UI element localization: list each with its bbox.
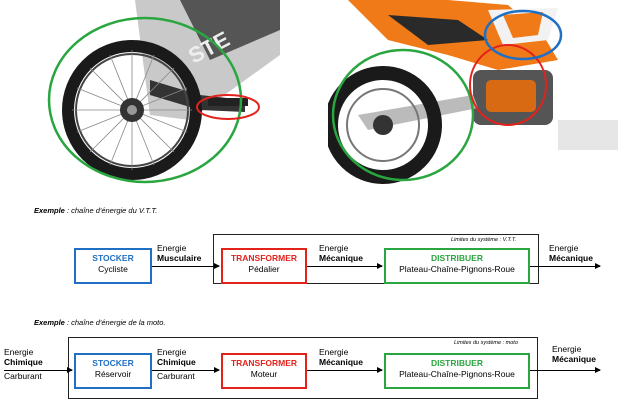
vtt-energy-2-word: Energie xyxy=(319,243,349,253)
vtt-energy-3-type: Mécanique xyxy=(549,253,593,263)
vtt-distribuer-title: DISTRIBUER xyxy=(431,253,483,263)
moto-transformer-title: TRANSFORMER xyxy=(230,358,298,368)
moto-arrow-3 xyxy=(530,367,601,373)
moto-distribuer-sub: Plateau-Chaîne-Pignons-Roue xyxy=(399,369,515,379)
moto-stocker-title: STOCKER xyxy=(92,358,134,368)
moto-energy-3-type: Mécanique xyxy=(552,354,596,364)
vtt-limits-label: Limites du système : V.T.T. xyxy=(451,237,517,243)
moto-arrow-0 xyxy=(4,367,73,373)
vtt-rear-wheel-image: STE xyxy=(47,0,280,184)
vtt-caption: Exemple : chaîne d'énergie du V.T.T. xyxy=(34,206,157,215)
moto-energy-0-word: Energie xyxy=(4,347,34,357)
moto-energy-1-extra: Carburant xyxy=(157,371,195,381)
moto-limits-label: Limites du système : moto xyxy=(454,340,518,346)
moto-distribuer-title: DISTRIBUER xyxy=(431,358,483,368)
moto-caption: Exemple : chaîne d'énergie de la moto. xyxy=(34,318,166,327)
moto-transformer-sub: Moteur xyxy=(250,369,278,379)
vtt-transformer-sub: Pédalier xyxy=(248,264,280,274)
moto-energy-0-extra: Carburant xyxy=(4,371,42,381)
vtt-transformer-title: TRANSFORMER xyxy=(230,253,298,263)
vtt-energy-2: Energie Mécanique xyxy=(319,243,363,263)
vtt-energy-3-word: Energie xyxy=(549,243,579,253)
vtt-arrow-2 xyxy=(307,263,383,269)
moto-transformer-box: TRANSFORMER Moteur xyxy=(221,353,307,389)
moto-energy-1: Energie Chimique Carburant xyxy=(157,347,196,381)
vtt-transformer-box: TRANSFORMER Pédalier xyxy=(221,248,307,284)
moto-energy-1-word: Energie xyxy=(157,347,187,357)
moto-energy-2: Energie Mécanique xyxy=(319,347,363,367)
vtt-arrow-3 xyxy=(530,263,601,269)
moto-energy-1-type: Chimique xyxy=(157,357,196,367)
vtt-stocker-box: STOCKER Cycliste xyxy=(74,248,152,284)
vtt-energy-1: Energie Musculaire xyxy=(157,243,201,263)
vtt-caption-bold: Exemple xyxy=(34,206,65,215)
moto-caption-bold: Exemple xyxy=(34,318,65,327)
moto-energy-2-word: Energie xyxy=(319,347,349,357)
moto-energy-0: Energie Chimique Carburant xyxy=(4,347,43,381)
moto-photo xyxy=(324,0,619,185)
vtt-arrow-1 xyxy=(152,263,220,269)
vtt-caption-text: : chaîne d'énergie du V.T.T. xyxy=(64,206,158,215)
moto-energy-3-word: Energie xyxy=(552,344,582,354)
moto-energy-3: Energie Mécanique xyxy=(552,344,596,364)
vtt-photo: STE xyxy=(40,0,280,185)
vtt-distribuer-box: DISTRIBUER Plateau-Chaîne-Pignons-Roue xyxy=(384,248,530,284)
moto-arrow-2 xyxy=(307,367,383,373)
vtt-energy-3: Energie Mécanique xyxy=(549,243,593,263)
moto-arrow-1 xyxy=(152,367,220,373)
moto-energy-2-type: Mécanique xyxy=(319,357,363,367)
moto-energy-0-type: Chimique xyxy=(4,357,43,367)
vtt-stocker-sub: Cycliste xyxy=(98,264,128,274)
moto-distribuer-box: DISTRIBUER Plateau-Chaîne-Pignons-Roue xyxy=(384,353,530,389)
vtt-energy-1-word: Energie xyxy=(157,243,187,253)
vtt-energy-2-type: Mécanique xyxy=(319,253,363,263)
vtt-system-limits xyxy=(213,234,539,284)
vtt-stocker-title: STOCKER xyxy=(92,253,134,263)
moto-rear-wheel-image xyxy=(324,0,618,184)
moto-caption-text: : chaîne d'énergie de la moto. xyxy=(64,318,166,327)
vtt-energy-1-type: Musculaire xyxy=(157,253,202,263)
moto-stocker-box: STOCKER Réservoir xyxy=(74,353,152,389)
vtt-distribuer-sub: Plateau-Chaîne-Pignons-Roue xyxy=(399,264,515,274)
moto-stocker-sub: Réservoir xyxy=(94,369,132,379)
